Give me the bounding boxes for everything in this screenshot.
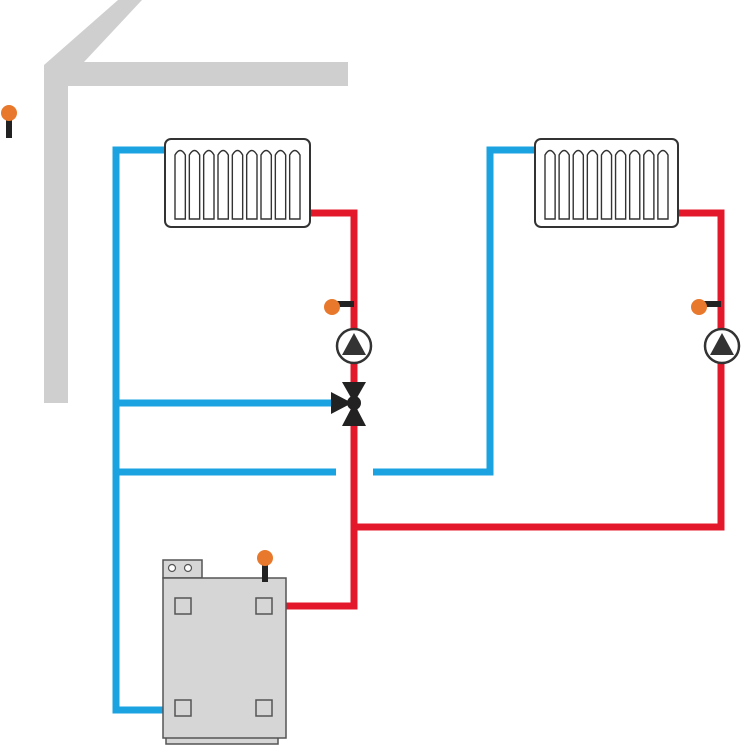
radiator-icon bbox=[164, 138, 311, 228]
radiator-icon bbox=[534, 138, 679, 228]
radiator-fin bbox=[188, 149, 201, 220]
radiator-fin bbox=[572, 149, 585, 220]
circulation-pump-icon bbox=[335, 327, 373, 365]
house-roof bbox=[44, 0, 348, 403]
radiator-fin bbox=[202, 149, 215, 220]
boiler-icon bbox=[162, 559, 287, 745]
radiator-fin bbox=[274, 149, 287, 220]
radiator-fin bbox=[217, 149, 230, 220]
return-pipes bbox=[112, 146, 537, 714]
radiator-body bbox=[534, 138, 679, 228]
temperature-sensor-icon bbox=[691, 299, 721, 315]
three-way-mixing-valve-icon bbox=[331, 382, 366, 426]
radiator-fin bbox=[174, 149, 187, 220]
radiator-fin bbox=[260, 149, 273, 220]
supply-pipe-right-loop bbox=[354, 209, 725, 531]
return-pipe-right-circuit bbox=[373, 146, 537, 476]
temperature-sensor-icon bbox=[257, 550, 273, 582]
radiator-body bbox=[164, 138, 311, 228]
radiator-fin bbox=[657, 149, 669, 220]
radiator-fin bbox=[231, 149, 244, 220]
radiator-fin bbox=[600, 149, 613, 220]
radiator-fin bbox=[288, 149, 301, 220]
supply-pipe-left-riser bbox=[265, 209, 358, 610]
radiator-fin bbox=[586, 149, 599, 220]
radiator-fin bbox=[245, 149, 258, 220]
circulation-pump-icon bbox=[703, 327, 741, 365]
radiator-fin bbox=[558, 149, 570, 220]
radiator-fin bbox=[614, 149, 627, 220]
house-outline bbox=[44, 0, 348, 403]
radiator-fin bbox=[643, 149, 655, 220]
return-pipe-left-main bbox=[112, 146, 185, 714]
radiator-fin bbox=[544, 149, 556, 220]
outdoor-temperature-sensor-icon bbox=[1, 105, 17, 138]
temperature-sensor-icon bbox=[324, 299, 354, 315]
radiator-fin bbox=[628, 149, 641, 220]
